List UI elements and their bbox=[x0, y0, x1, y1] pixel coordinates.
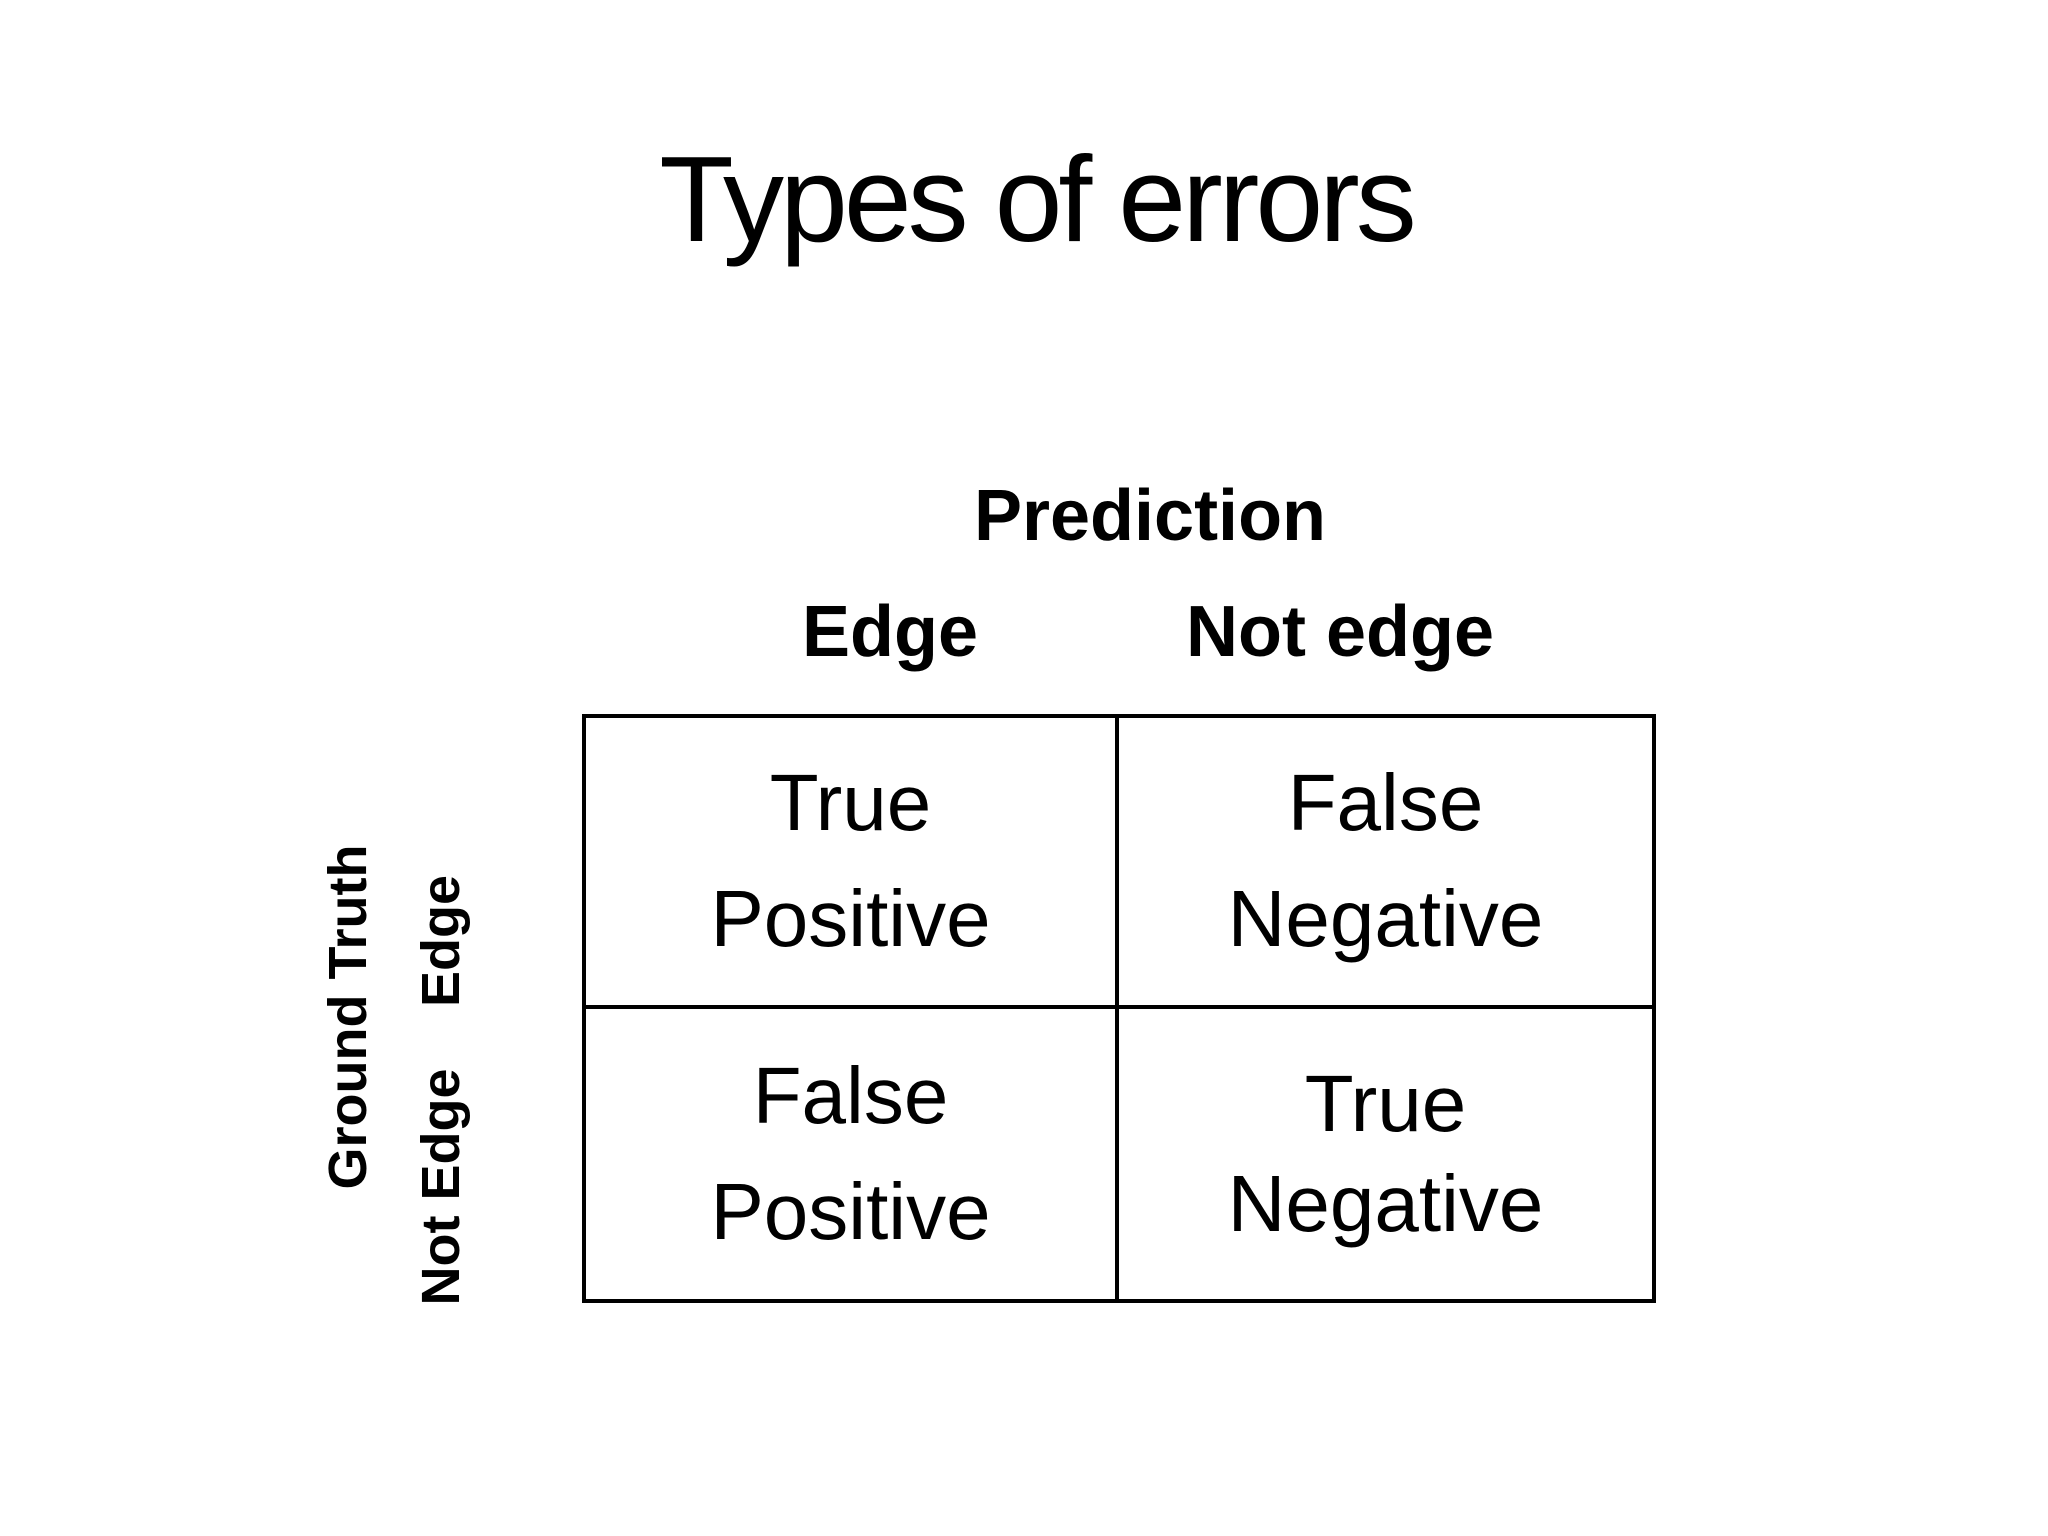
row-header-edge: Edge bbox=[411, 874, 471, 1008]
cell-text-line: False bbox=[752, 1050, 949, 1140]
slide-title: Types of errors bbox=[659, 131, 1417, 267]
column-header-not-edge: Not edge bbox=[1185, 592, 1495, 672]
cell-text-line: True bbox=[769, 758, 932, 848]
cell-true-negative: True Negative bbox=[1119, 1009, 1652, 1300]
cell-text-line: Negative bbox=[1227, 874, 1544, 964]
cell-text-line: True bbox=[1304, 1058, 1467, 1148]
cell-text-line: Positive bbox=[710, 874, 991, 964]
confusion-matrix-table: True Positive False Negative False Posit… bbox=[582, 714, 1656, 1303]
column-header-edge: Edge bbox=[801, 592, 979, 672]
cell-text-line: Positive bbox=[710, 1166, 991, 1256]
cell-text-line: False bbox=[1287, 758, 1484, 848]
cell-false-positive: False Positive bbox=[586, 1008, 1119, 1299]
cell-true-positive: True Positive bbox=[586, 718, 1119, 1009]
ground-truth-axis-label: Ground Truth bbox=[318, 844, 378, 1190]
prediction-axis-label: Prediction bbox=[973, 476, 1327, 556]
cell-false-negative: False Negative bbox=[1119, 718, 1652, 1009]
cell-text-line: Negative bbox=[1227, 1158, 1544, 1248]
row-header-not-edge: Not Edge bbox=[411, 1068, 471, 1306]
